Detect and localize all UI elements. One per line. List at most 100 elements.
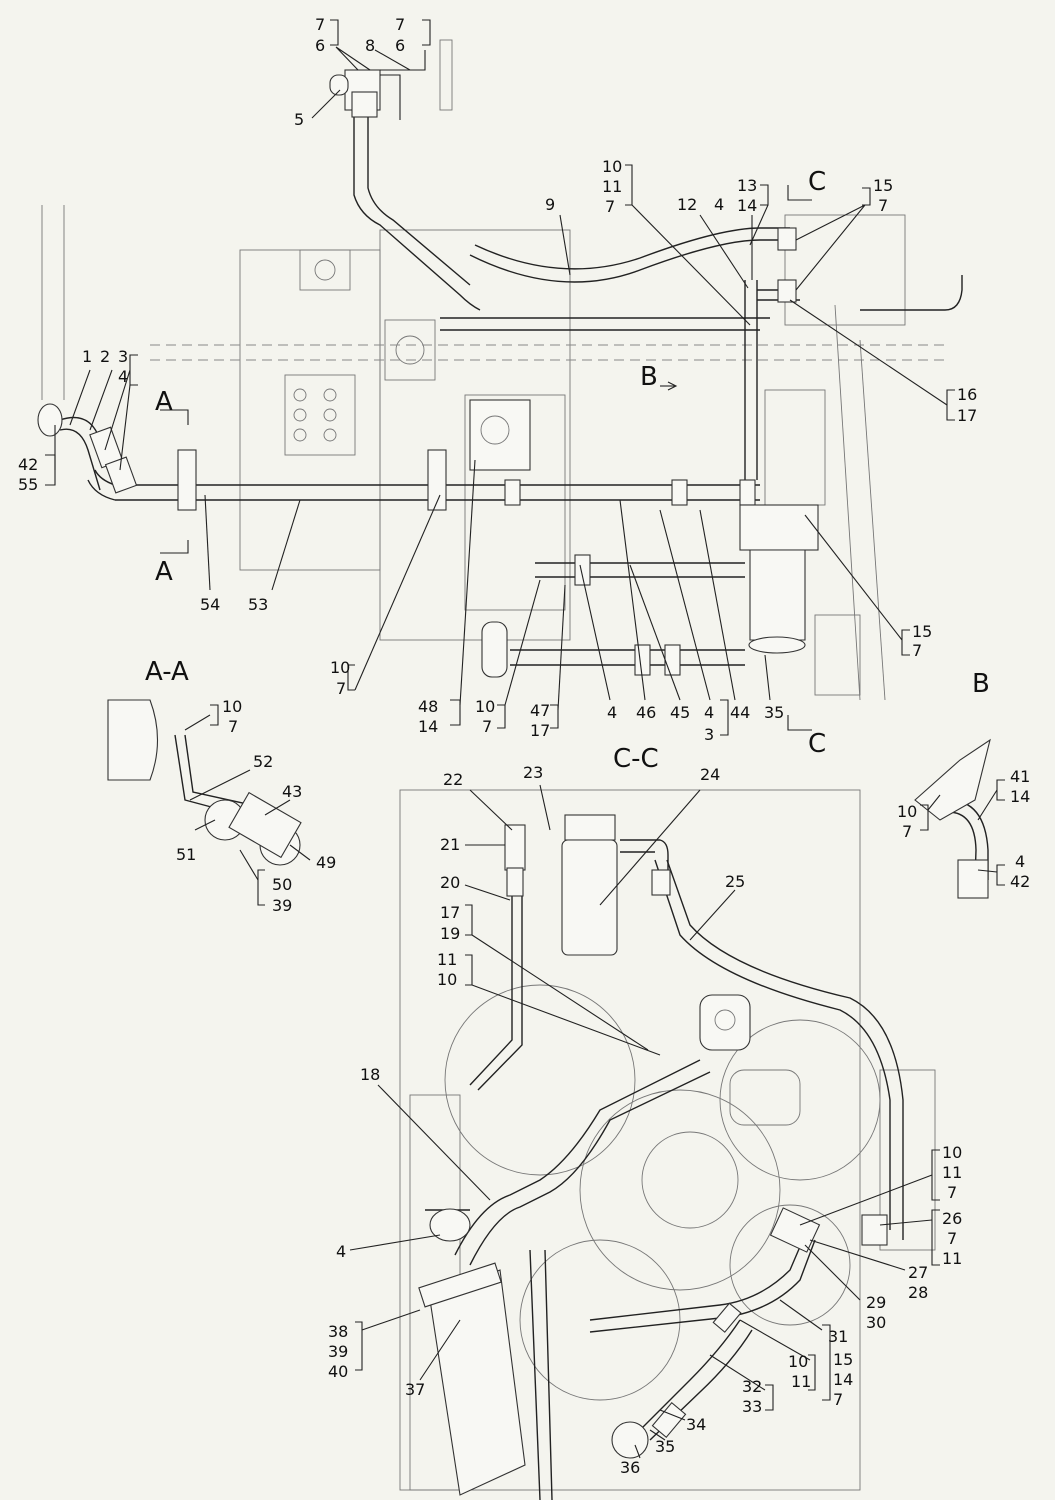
callout: 24 xyxy=(700,765,720,784)
part-callouts: 7 6 7 6 8 5 9 10 11 7 12 4 13 14 15 7 16… xyxy=(18,15,1030,1477)
callout: 5 xyxy=(294,110,304,129)
callout: 33 xyxy=(742,1397,762,1416)
callout: 14 xyxy=(737,196,757,215)
callout: 30 xyxy=(866,1313,886,1332)
callout: 4 xyxy=(607,703,617,722)
view-title-cc: C-C xyxy=(613,744,659,774)
callout: 43 xyxy=(282,782,302,801)
callout: 20 xyxy=(440,873,460,892)
callout: 10 xyxy=(330,658,350,677)
filter-37 xyxy=(429,1269,526,1496)
callout: 10 xyxy=(437,970,457,989)
callout: 15 xyxy=(833,1350,853,1369)
callout: 15 xyxy=(912,622,932,641)
callout: 7 xyxy=(947,1229,957,1248)
callout: 51 xyxy=(176,845,196,864)
callout: 17 xyxy=(530,721,550,740)
callout: 29 xyxy=(866,1293,886,1312)
callout: 9 xyxy=(545,195,555,214)
callout: 45 xyxy=(670,703,690,722)
callout: 31 xyxy=(828,1327,848,1346)
callout: 4 xyxy=(704,703,714,722)
callout: 4 xyxy=(1015,852,1025,871)
callout: 42 xyxy=(18,455,38,474)
callout: 11 xyxy=(437,950,457,969)
view-title-aa: A-A xyxy=(145,657,189,687)
gearbox-outline xyxy=(399,789,936,1491)
callout: 7 xyxy=(482,717,492,736)
callout: 36 xyxy=(620,1458,640,1477)
callout: 11 xyxy=(942,1249,962,1268)
manifold-block xyxy=(739,504,819,551)
callout: 26 xyxy=(942,1209,962,1228)
callout: 10 xyxy=(897,802,917,821)
callout: 25 xyxy=(725,872,745,891)
callout: 2 xyxy=(100,347,110,366)
callout: 7 xyxy=(395,15,405,34)
callout: 11 xyxy=(791,1372,811,1391)
callout: 42 xyxy=(1010,872,1030,891)
section-marker-c-top: C xyxy=(808,167,826,197)
callout: 7 xyxy=(947,1183,957,1202)
callout: 40 xyxy=(328,1362,348,1381)
view-title-b: B xyxy=(972,669,990,699)
callout: 55 xyxy=(18,475,38,494)
callout: 38 xyxy=(328,1322,348,1341)
pump-housing xyxy=(469,399,531,471)
callout: 16 xyxy=(957,385,977,404)
leader-lines xyxy=(45,19,1005,1459)
callout: 39 xyxy=(272,896,292,915)
callout: 7 xyxy=(605,197,615,216)
callout: 37 xyxy=(405,1380,425,1399)
section-marker-a-bottom: A xyxy=(155,557,173,587)
callout: 39 xyxy=(328,1342,348,1361)
callout: 21 xyxy=(440,835,460,854)
callout: 13 xyxy=(737,176,757,195)
callout: 7 xyxy=(228,717,238,736)
callout: 53 xyxy=(248,595,268,614)
callout: 4 xyxy=(336,1242,346,1261)
callout: 18 xyxy=(360,1065,380,1084)
callout: 32 xyxy=(742,1377,762,1396)
filter-head-24 xyxy=(564,814,616,841)
callout: 14 xyxy=(418,717,438,736)
callout: 27 xyxy=(908,1263,928,1282)
callout: 10 xyxy=(475,697,495,716)
components xyxy=(37,39,991,1496)
callout: 54 xyxy=(200,595,220,614)
callout: 7 xyxy=(902,822,912,841)
fitting-view-b xyxy=(914,738,991,821)
callout: 11 xyxy=(942,1163,962,1182)
callout: 50 xyxy=(272,875,292,894)
callout: 3 xyxy=(118,347,128,366)
hose-end-42 xyxy=(37,403,63,437)
callout: 46 xyxy=(636,703,656,722)
pipe-clamp-right xyxy=(427,449,447,511)
callout: 44 xyxy=(730,703,750,722)
callout: 12 xyxy=(677,195,697,214)
elbow-36 xyxy=(611,1421,649,1459)
callout: 8 xyxy=(365,36,375,55)
callout: 48 xyxy=(418,697,438,716)
section-marker-c-bottom: C xyxy=(808,729,826,759)
callout: 6 xyxy=(315,36,325,55)
callout: 7 xyxy=(336,679,346,698)
fitting-29 xyxy=(769,1207,821,1253)
engine-outline xyxy=(41,205,950,701)
pipe-clamp-left xyxy=(177,449,197,511)
callout: 3 xyxy=(704,725,714,744)
callout: 35 xyxy=(655,1437,675,1456)
callout: 7 xyxy=(833,1390,843,1409)
callout: 14 xyxy=(1010,787,1030,806)
callout: 52 xyxy=(253,752,273,771)
flange-19 xyxy=(699,994,751,1051)
section-wall-aa xyxy=(107,699,159,781)
callout: 11 xyxy=(602,177,622,196)
callout: 22 xyxy=(443,770,463,789)
callout: 28 xyxy=(908,1283,928,1302)
callout: 7 xyxy=(878,196,888,215)
callout: 1 xyxy=(82,347,92,366)
callout: 10 xyxy=(602,157,622,176)
callout: 15 xyxy=(873,176,893,195)
